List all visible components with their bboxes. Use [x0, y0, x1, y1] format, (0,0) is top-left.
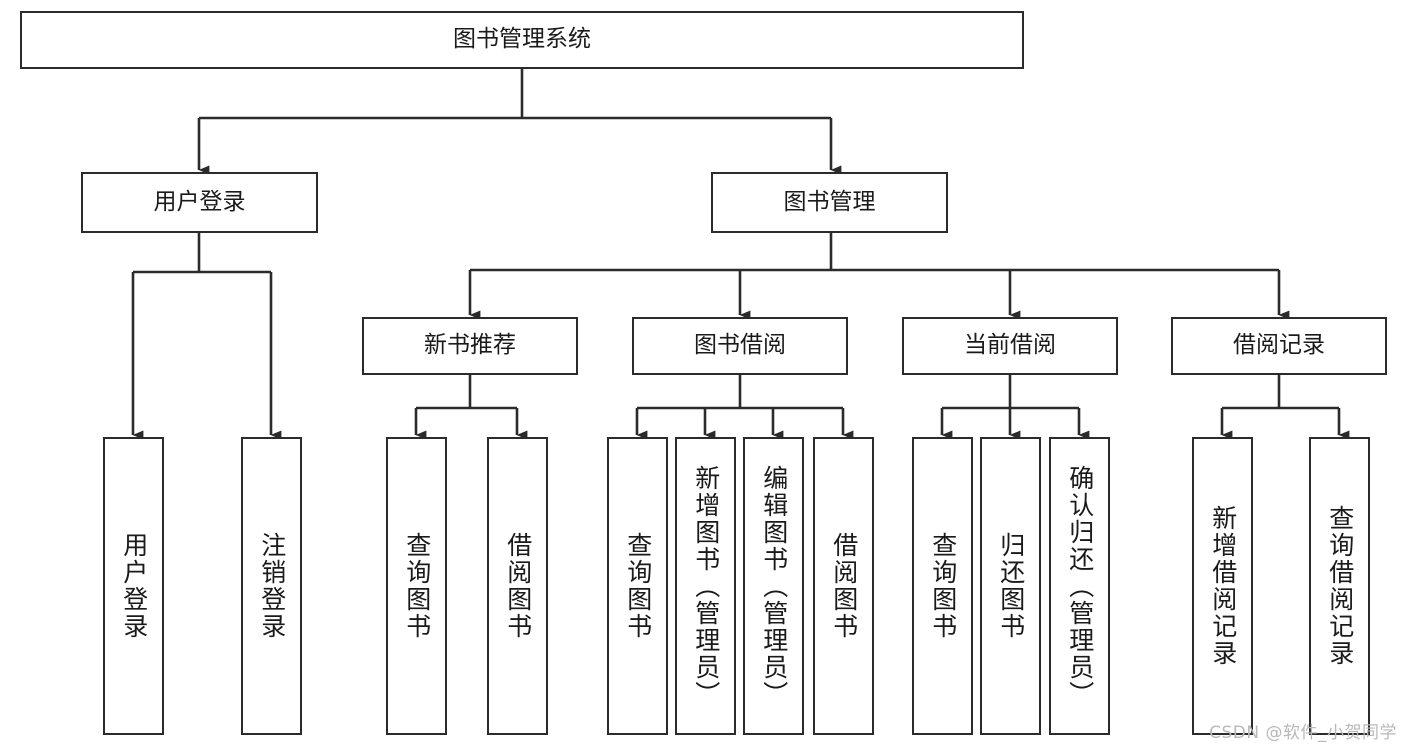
node-label: 查询图书	[623, 532, 653, 640]
node-leaf-edit-book[interactable]: 编辑图书（管理员）	[743, 437, 804, 735]
node-label: 图书管理	[783, 188, 876, 215]
node-label: 确认归还（管理员）	[1065, 464, 1095, 708]
node-borrow-record[interactable]: 借阅记录	[1171, 317, 1387, 375]
node-label: 编辑图书（管理员）	[759, 464, 789, 708]
node-leaf-query-record[interactable]: 查询借阅记录	[1309, 437, 1370, 735]
node-label: 图书借阅	[694, 332, 786, 359]
node-label: 查询借阅记录	[1325, 505, 1355, 667]
node-leaf-query-book-1[interactable]: 查询图书	[386, 437, 447, 735]
node-current-borrow[interactable]: 当前借阅	[902, 317, 1118, 375]
node-label: 借阅图书	[829, 532, 859, 640]
node-leaf-user-login[interactable]: 用户登录	[103, 437, 164, 735]
node-book-management-system[interactable]: 图书管理系统	[20, 11, 1024, 69]
node-label: 借阅图书	[503, 532, 533, 640]
node-label: 用户登录	[153, 188, 246, 215]
node-label: 查询图书	[928, 532, 958, 640]
node-label: 查询图书	[402, 532, 432, 640]
node-user-login[interactable]: 用户登录	[81, 172, 318, 233]
node-leaf-return-book[interactable]: 归还图书	[980, 437, 1041, 735]
node-book-management[interactable]: 图书管理	[711, 172, 948, 233]
node-label: 图书管理系统	[453, 26, 591, 53]
node-leaf-confirm-return[interactable]: 确认归还（管理员）	[1049, 437, 1110, 735]
node-leaf-logout[interactable]: 注销登录	[241, 437, 302, 735]
node-label: 用户登录	[119, 532, 149, 640]
node-leaf-query-book-2[interactable]: 查询图书	[607, 437, 668, 735]
node-label: 当前借阅	[964, 332, 1056, 359]
node-new-book-recommend[interactable]: 新书推荐	[362, 317, 578, 375]
node-label: 注销登录	[257, 532, 287, 640]
node-leaf-add-record[interactable]: 新增借阅记录	[1192, 437, 1253, 735]
node-leaf-borrow-book-1[interactable]: 借阅图书	[487, 437, 548, 735]
node-book-borrow[interactable]: 图书借阅	[632, 317, 848, 375]
node-leaf-add-book[interactable]: 新增图书（管理员）	[675, 437, 736, 735]
node-label: 新增借阅记录	[1208, 505, 1238, 667]
node-label: 新书推荐	[424, 332, 516, 359]
node-label: 归还图书	[996, 532, 1026, 640]
node-label: 新增图书（管理员）	[691, 464, 721, 708]
node-label: 借阅记录	[1233, 332, 1325, 359]
node-leaf-borrow-book-2[interactable]: 借阅图书	[813, 437, 874, 735]
node-leaf-query-book-3[interactable]: 查询图书	[912, 437, 973, 735]
